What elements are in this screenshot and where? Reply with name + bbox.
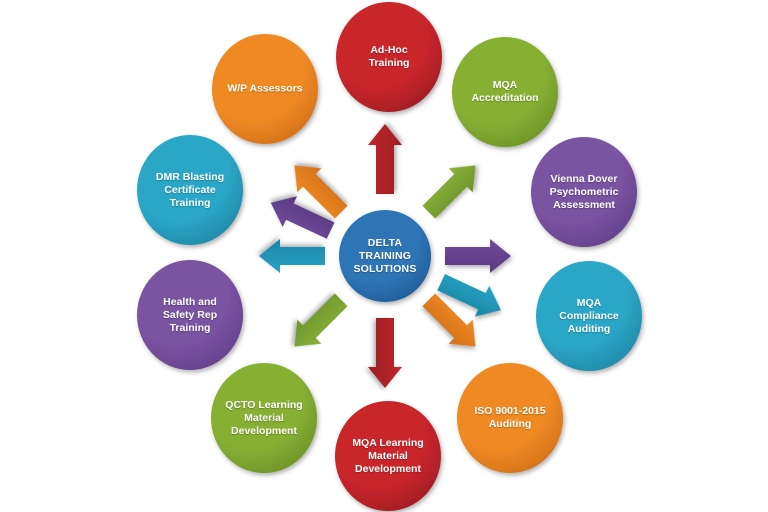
arrow-to-wp-assessors [294,165,348,219]
spoke-circle-mqa-compliance-auditing[interactable] [536,261,642,371]
arrow-to-ad-hoc-training [368,124,402,194]
spoke-circle-ad-hoc-training[interactable] [336,2,442,112]
arrow-to-iso-9001-2015-auditing [422,293,476,347]
spoke-circle-mqa-learning-material-development[interactable] [335,401,441,511]
spoke-circle-vienna-dover-psychometric-assessment[interactable] [531,137,637,247]
arrow-to-mqa-accreditation [422,165,476,219]
arrow-to-health-and-safety-rep-training [270,196,335,239]
spoke-circle-qcto-learning-material-development[interactable] [211,363,317,473]
arrow-to-vienna-dover-psychometric-assessment [445,239,511,273]
spoke-circle-wp-assessors[interactable] [212,34,318,144]
hub-circle[interactable] [339,210,431,302]
spoke-circle-iso-9001-2015-auditing[interactable] [457,363,563,473]
spoke-circle-dmr-blasting-certificate-training[interactable] [137,135,243,245]
spoke-circle-mqa-accreditation[interactable] [452,37,558,147]
spoke-circle-health-and-safety-rep-training[interactable] [137,260,243,370]
arrow-to-mqa-learning-material-development [368,318,402,388]
hub-circle-layer [339,210,431,302]
arrow-to-qcto-learning-material-development [294,293,348,347]
arrow-to-dmr-blasting-certificate-training [259,239,325,273]
arrow-to-mqa-compliance-auditing [437,274,502,317]
spoke-circle-layer [137,2,642,511]
arrow-layer [259,124,511,388]
